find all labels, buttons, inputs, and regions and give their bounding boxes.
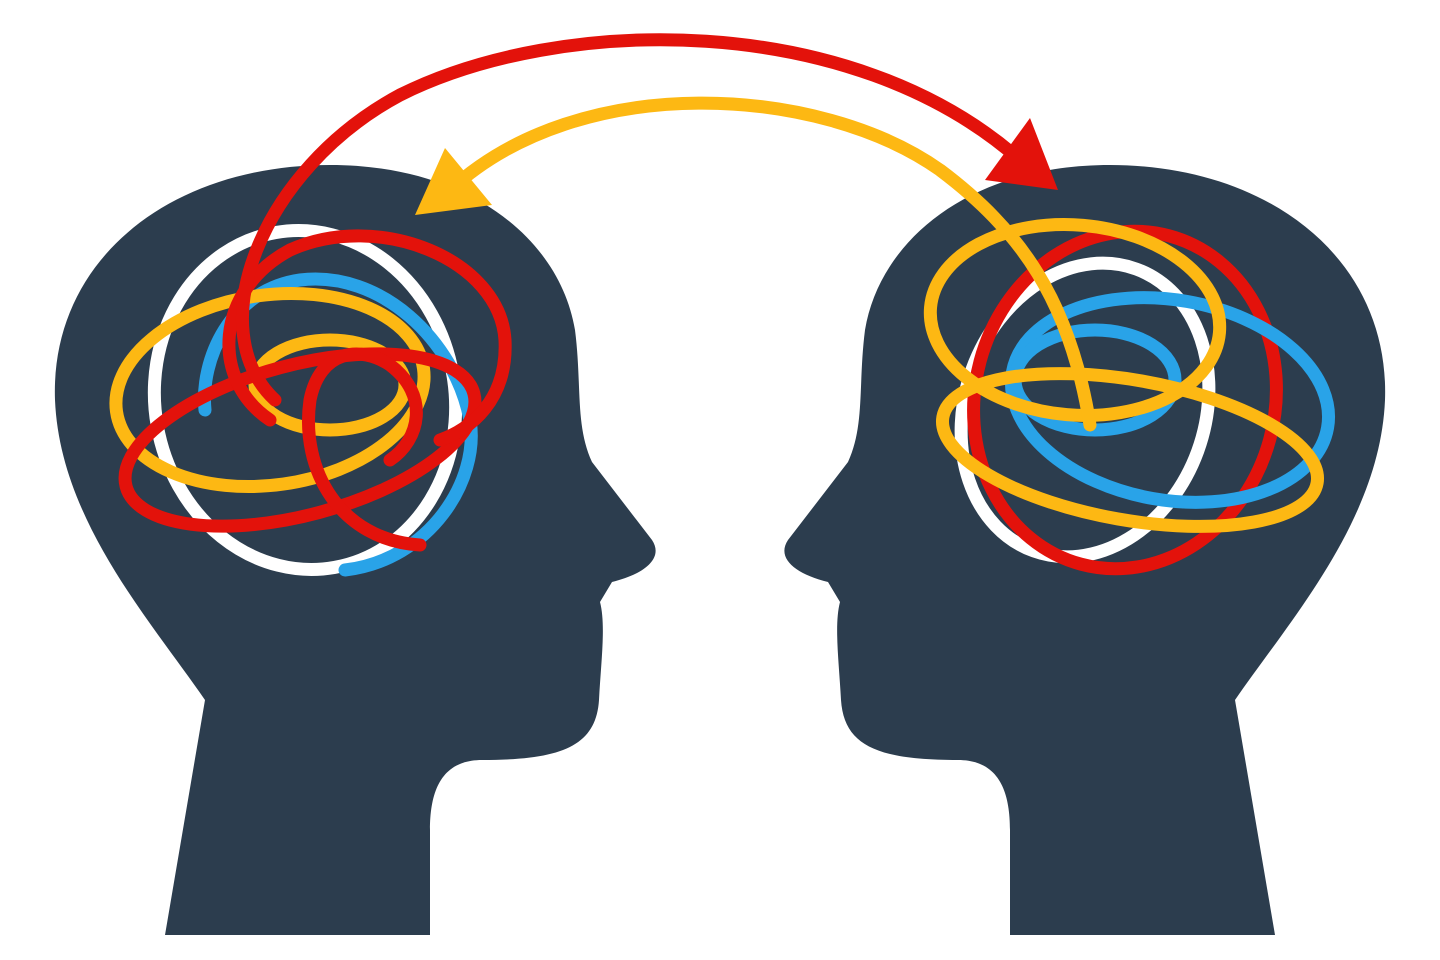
tangle-loop <box>443 96 1097 432</box>
tangle-loop <box>935 367 1325 533</box>
tangle-loop <box>222 229 512 447</box>
tangle-loop <box>235 33 1027 407</box>
tangle-loop <box>109 286 431 494</box>
tangle-loop <box>302 347 427 552</box>
yellow-arrowhead <box>415 148 492 215</box>
tangle-loop <box>967 224 1283 576</box>
tangle-loop <box>923 218 1227 422</box>
yellow-arrow <box>415 96 1097 432</box>
left-tangle <box>109 224 512 577</box>
tangle-loop <box>118 347 482 533</box>
right-tangle <box>923 218 1336 576</box>
red-arrowhead <box>985 118 1058 190</box>
left-head <box>54 165 656 935</box>
red-arrow <box>235 33 1058 407</box>
